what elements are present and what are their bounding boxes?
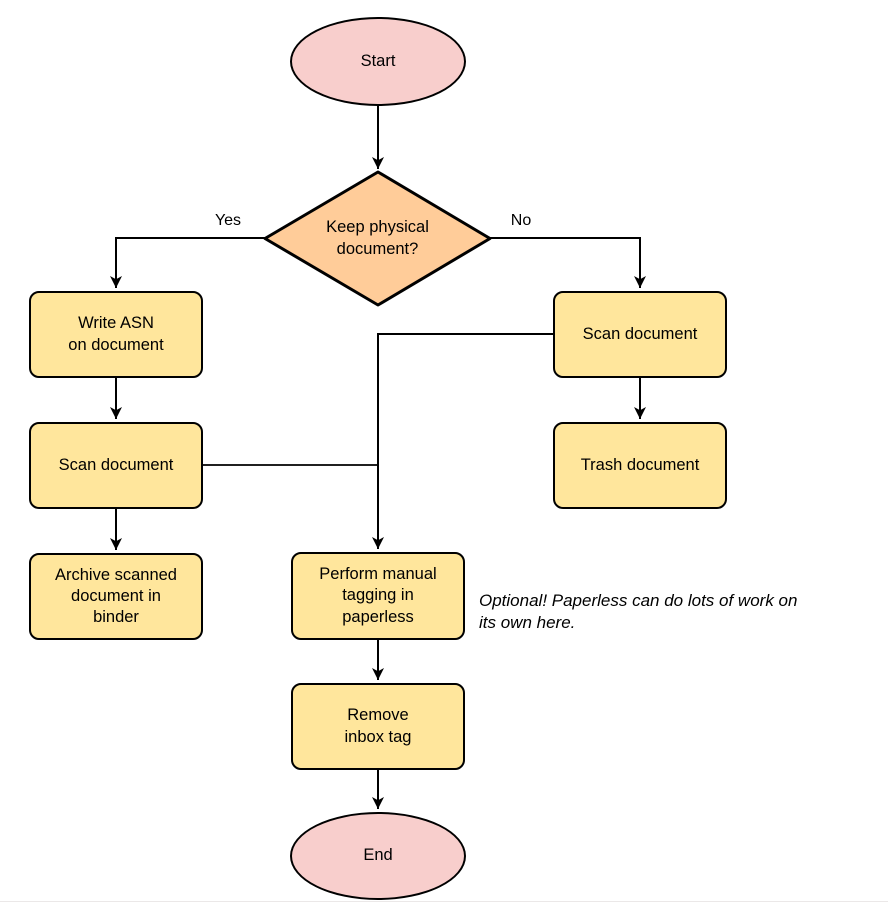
node-scan-document-right-label: Scan document — [582, 324, 698, 343]
edge-decision-to-scan-right — [490, 237, 646, 288]
node-start-label: Start — [360, 51, 396, 70]
edge-decision-to-write-asn — [110, 237, 265, 288]
node-start: Start — [290, 17, 466, 106]
node-remove-inbox-tag-label: Remove inbox tag — [344, 706, 412, 746]
node-trash-document-label: Trash document — [580, 455, 700, 474]
node-trash-document: Trash document — [553, 422, 727, 509]
node-decision: Keep physical document? — [265, 172, 490, 305]
node-manual-tagging-label: Perform manual tagging in paperless — [319, 565, 437, 626]
node-scan-document-right: Scan document — [553, 291, 727, 378]
node-decision-label: Keep physical document? — [326, 218, 429, 258]
node-end: End — [290, 812, 466, 900]
node-archive-binder: Archive scanned document in binder — [29, 553, 203, 640]
node-scan-document-left: Scan document — [29, 422, 203, 509]
node-archive-binder-label: Archive scanned document in binder — [55, 565, 177, 627]
node-end-label: End — [363, 846, 393, 865]
node-scan-document-left-label: Scan document — [58, 455, 174, 474]
bottom-divider — [0, 901, 888, 902]
decision-diamond-shape — [263, 170, 492, 307]
edge-label-no: No — [510, 212, 532, 229]
annotation-note: Optional! Paperless can do lots of work … — [479, 591, 798, 632]
node-remove-inbox-tag: Remove inbox tag — [291, 683, 465, 770]
node-write-asn-label: Write ASN on document — [68, 314, 164, 354]
node-write-asn: Write ASN on document — [29, 291, 203, 378]
edge-label-yes: Yes — [214, 212, 242, 229]
edge-scan-right-to-tagging — [372, 333, 553, 549]
node-manual-tagging: Perform manual tagging in paperless — [291, 552, 465, 640]
